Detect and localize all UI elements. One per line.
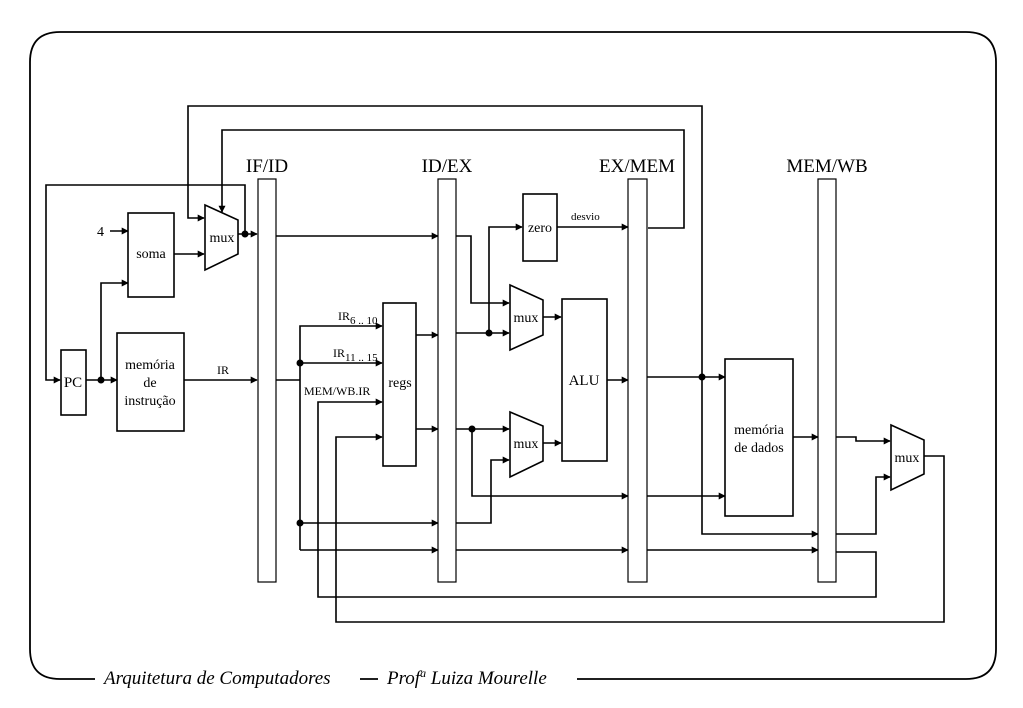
alu-b-mux-label: mux bbox=[514, 437, 539, 452]
ir-6-10-label: IR6 .. 10 bbox=[338, 309, 378, 327]
pc-block bbox=[60, 349, 87, 416]
ir-11-15-label: IR11 .. 15 bbox=[333, 346, 378, 364]
footer-author: Profa Luiza Mourelle bbox=[386, 666, 547, 689]
pc-label: PC bbox=[64, 375, 82, 391]
ir-label: IR bbox=[217, 363, 229, 377]
footer-course: Arquitetura de Computadores bbox=[102, 668, 331, 689]
alu-block bbox=[561, 298, 608, 462]
alu-label: ALU bbox=[569, 373, 600, 389]
soma-label: soma bbox=[136, 247, 166, 262]
id-ex-register bbox=[437, 178, 457, 583]
footer-author-sup: a bbox=[420, 666, 426, 680]
junction-dot bbox=[241, 230, 249, 238]
ir-6-10-sub: 6 .. 10 bbox=[350, 315, 378, 327]
alu-input-b-mux bbox=[509, 410, 544, 479]
data-mem-label-2: de dados bbox=[734, 441, 783, 456]
instr-mem-label-3: instrução bbox=[124, 394, 175, 409]
zero-label: zero bbox=[528, 221, 552, 236]
data-memory-block bbox=[724, 358, 794, 517]
junction-dot bbox=[296, 519, 304, 527]
ex-mem-register bbox=[627, 178, 648, 583]
instruction-memory-block bbox=[116, 332, 185, 432]
slide-frame bbox=[29, 31, 997, 680]
instr-mem-label-2: de bbox=[143, 376, 156, 391]
soma-block bbox=[127, 212, 175, 298]
junction-dot bbox=[468, 425, 476, 433]
pc-mux bbox=[204, 203, 239, 272]
junction-dot bbox=[97, 376, 105, 384]
alu-input-a-mux bbox=[509, 283, 544, 352]
alu-a-mux-label: mux bbox=[514, 311, 539, 326]
mem-wb-label: MEM/WB bbox=[786, 156, 867, 177]
mem-wb-register bbox=[817, 178, 837, 583]
ex-mem-label: EX/MEM bbox=[599, 156, 675, 177]
zero-block bbox=[522, 193, 558, 262]
footer-author-prefix: Prof bbox=[386, 668, 423, 689]
footer-author-name: Luiza Mourelle bbox=[426, 668, 547, 689]
junction-dot bbox=[296, 359, 304, 367]
wires bbox=[45, 105, 945, 623]
if-id-register bbox=[257, 178, 277, 583]
ir-11-15-main: IR bbox=[333, 346, 345, 360]
ir-11-15-sub: 11 .. 15 bbox=[345, 352, 378, 364]
ir-6-10-main: IR bbox=[338, 309, 350, 323]
regs-block bbox=[382, 302, 417, 467]
id-ex-label: ID/EX bbox=[422, 156, 473, 177]
junction-dot bbox=[698, 373, 706, 381]
pc-mux-label: mux bbox=[210, 231, 235, 246]
regs-label: regs bbox=[388, 376, 411, 391]
desvio-label: desvio bbox=[571, 211, 600, 223]
junction-dot bbox=[485, 329, 493, 337]
four-label: 4 bbox=[97, 225, 104, 240]
junction-dots bbox=[97, 230, 706, 527]
mem-wb-ir-label: MEM/WB.IR bbox=[304, 384, 370, 398]
writeback-mux bbox=[890, 423, 925, 492]
data-mem-label-1: memória bbox=[734, 423, 785, 438]
wb-mux-label: mux bbox=[895, 451, 920, 466]
if-id-label: IF/ID bbox=[246, 156, 288, 177]
instr-mem-label-1: memória bbox=[125, 358, 176, 373]
